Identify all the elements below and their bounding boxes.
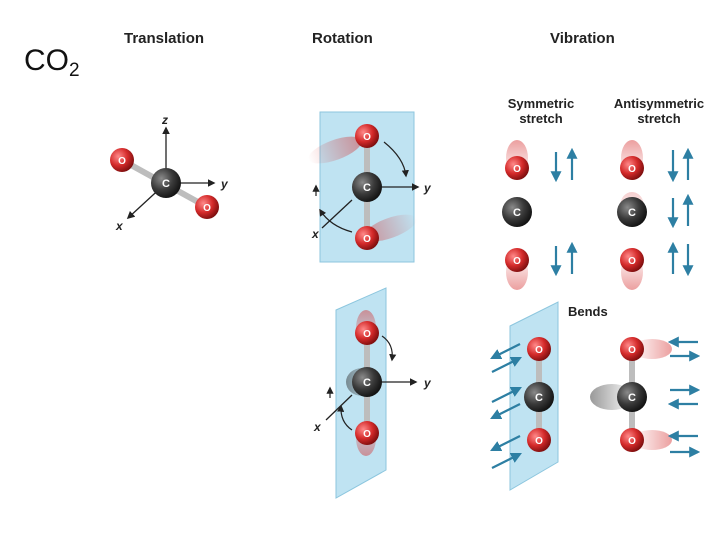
x-axis-label: x: [115, 219, 124, 233]
oxygen-label: O: [513, 256, 521, 267]
label-symmetric-stretch: Symmetric stretch: [496, 96, 586, 126]
carbon-atom: [502, 197, 532, 227]
x-axis-label: x: [311, 227, 320, 241]
carbon-atom: [617, 197, 647, 227]
formula-subscript: 2: [69, 60, 80, 81]
carbon-label: C: [363, 377, 371, 389]
label-antisymmetric-line2: stretch: [637, 111, 681, 126]
vibration-arrow: [490, 435, 521, 451]
oxygen-atom: [527, 337, 551, 361]
carbon-label: C: [628, 207, 636, 219]
y-axis-label: y: [220, 177, 229, 191]
header-rotation: Rotation: [312, 30, 373, 47]
bend-in-plane-group: O C O: [490, 301, 559, 491]
vibration-arrow: [490, 343, 521, 359]
oxygen-label: O: [628, 164, 636, 175]
oxygen-label: O: [363, 329, 371, 340]
vibration-arrow: [490, 403, 521, 419]
oxygen-atom: [505, 156, 529, 180]
carbon-atom: [151, 168, 181, 198]
oxygen-atom: [620, 248, 644, 272]
rotation-arrow: [319, 208, 353, 233]
carbon-label: C: [363, 182, 371, 194]
oxygen-atom: [355, 321, 379, 345]
oxygen-atom: [355, 421, 379, 445]
bend-out-of-plane-group: O C O: [590, 336, 701, 458]
oxygen-label: O: [513, 164, 521, 175]
label-symmetric-line2: stretch: [519, 111, 563, 126]
label-symmetric-line1: Symmetric: [507, 96, 575, 111]
molecule-formula: CO2: [24, 44, 80, 82]
oxygen-atom: [620, 156, 644, 180]
oxygen-label: O: [118, 156, 126, 167]
header-translation: Translation: [124, 30, 205, 47]
vibration-arrow: [491, 357, 522, 373]
vibration-arrow: [491, 387, 522, 403]
header-vibration: Vibration: [550, 30, 615, 47]
carbon-label: C: [535, 392, 543, 404]
oxygen-atom: [110, 148, 134, 172]
x-axis: [321, 199, 353, 229]
translation-group: z y x O C O: [110, 113, 229, 233]
rotation-arrow: [381, 335, 397, 362]
carbon-atom: [617, 382, 647, 412]
rotation-arrow: [383, 141, 409, 178]
z-axis-label: z: [161, 113, 168, 127]
oxygen-atom: [620, 337, 644, 361]
rotation-arrow: [337, 404, 353, 431]
y-axis-label: y: [423, 181, 432, 195]
carbon-atom: [352, 172, 382, 202]
carbon-label: C: [513, 207, 521, 219]
oxygen-label: O: [363, 234, 371, 245]
x-axis-label: x: [313, 420, 322, 434]
oxygen-label: O: [628, 256, 636, 267]
carbon-atom: [524, 382, 554, 412]
oxygen-atom: [527, 428, 551, 452]
oxygen-label: O: [363, 132, 371, 143]
oxygen-atom: [195, 195, 219, 219]
oxygen-atom: [355, 124, 379, 148]
label-antisymmetric-line1: Antisymmetric: [613, 96, 705, 111]
oxygen-label: O: [535, 345, 543, 356]
oxygen-atom: [620, 428, 644, 452]
oxygen-atom: [355, 226, 379, 250]
rotation-group-2: O C O y x: [313, 287, 432, 499]
oxygen-label: O: [628, 436, 636, 447]
oxygen-atom: [505, 248, 529, 272]
label-antisymmetric-stretch: Antisymmetric stretch: [604, 96, 714, 126]
oxygen-label: O: [535, 436, 543, 447]
oxygen-label: O: [628, 345, 636, 356]
oxygen-label: O: [203, 203, 211, 214]
x-axis: [325, 394, 353, 421]
carbon-label: C: [162, 178, 170, 190]
oxygen-label: O: [363, 429, 371, 440]
y-axis-label: y: [423, 376, 432, 390]
label-bends: Bends: [568, 304, 608, 319]
motion-blur: [308, 136, 362, 164]
antisymmetric-stretch-group: O C O: [617, 140, 694, 290]
formula-main: CO: [24, 44, 69, 77]
rotation-group-1: O C O y x: [308, 111, 432, 263]
vibration-arrow: [491, 453, 522, 469]
carbon-atom: [352, 367, 382, 397]
carbon-label: C: [628, 392, 636, 404]
symmetric-stretch-group: O C O: [502, 140, 578, 290]
